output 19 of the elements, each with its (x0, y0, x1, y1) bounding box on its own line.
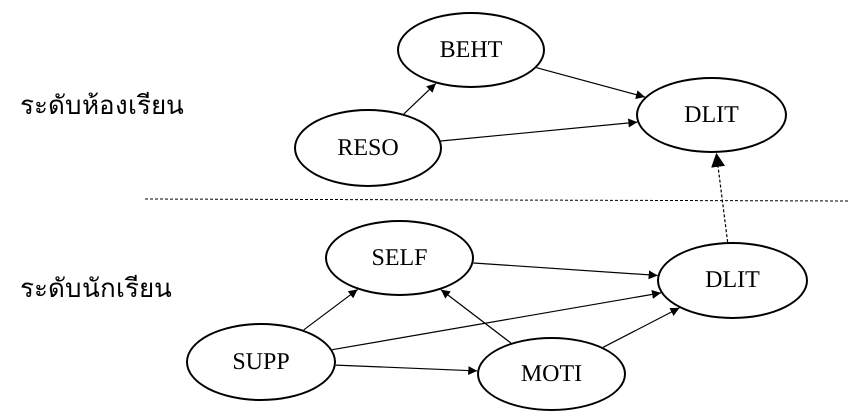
arrow (536, 67, 646, 100)
arrow (403, 83, 436, 114)
arrow (332, 290, 662, 350)
node-label: RESO (337, 134, 399, 162)
arrow (602, 307, 680, 348)
node-label: DLIT (705, 267, 760, 294)
arrow (711, 152, 728, 242)
arrow (303, 288, 358, 330)
level-label: ระดับห้องเรียน (20, 90, 184, 122)
node-label: BEHT (440, 36, 502, 64)
arrow (440, 289, 512, 344)
arrow (473, 262, 658, 280)
arrow (440, 118, 638, 142)
node-label: SUPP (232, 348, 290, 376)
node-label: SELF (371, 244, 428, 272)
level-label: ระดับนักเรียน (20, 273, 172, 305)
arrow (336, 364, 478, 376)
node-label: DLIT (684, 102, 739, 128)
node-label: MOTI (520, 360, 582, 388)
